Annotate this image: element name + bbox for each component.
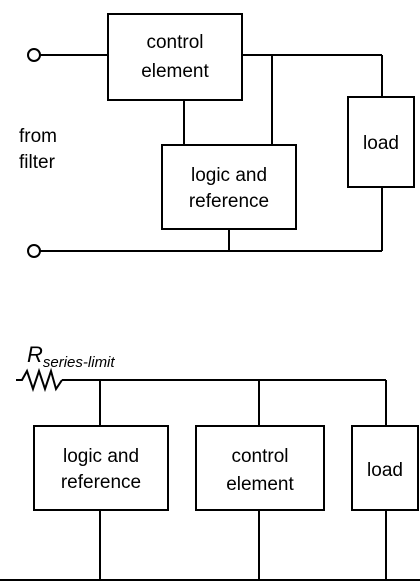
top-load-block [347,96,415,188]
resistor-symbol: R [27,342,43,367]
bottom-control-element-block [195,425,325,511]
top-logic-reference-block [161,144,297,230]
top-logic-reference-label: logic and [191,165,267,186]
top-control-element-label: control [146,32,203,53]
bottom-load-block [351,425,419,511]
resistor-label: Rseries-limit [27,342,115,371]
bottom-control-element-label-2: element [226,474,294,495]
top-control-element-block [107,13,243,101]
top-logic-reference-label-2: reference [189,191,269,212]
resistor-subscript: series-limit [43,354,116,371]
from-filter-label: from [19,126,57,147]
bottom-logic-reference-block [33,425,169,511]
series-limit-resistor [16,367,63,393]
bottom-logic-reference-label-2: reference [61,472,141,493]
top-input-terminal [27,48,41,62]
bottom-control-element-label: control [231,446,288,467]
bottom-load-label: load [367,460,403,481]
bottom-circuit: Rseries-limit logic and reference contro… [0,342,420,581]
top-control-element-label-2: element [141,61,209,82]
from-filter-label-2: filter [19,152,56,173]
bottom-logic-reference-label: logic and [63,446,139,467]
top-circuit: from filter control element logic and re… [19,13,415,258]
top-load-label: load [363,133,399,154]
top-ground-terminal [27,244,41,258]
